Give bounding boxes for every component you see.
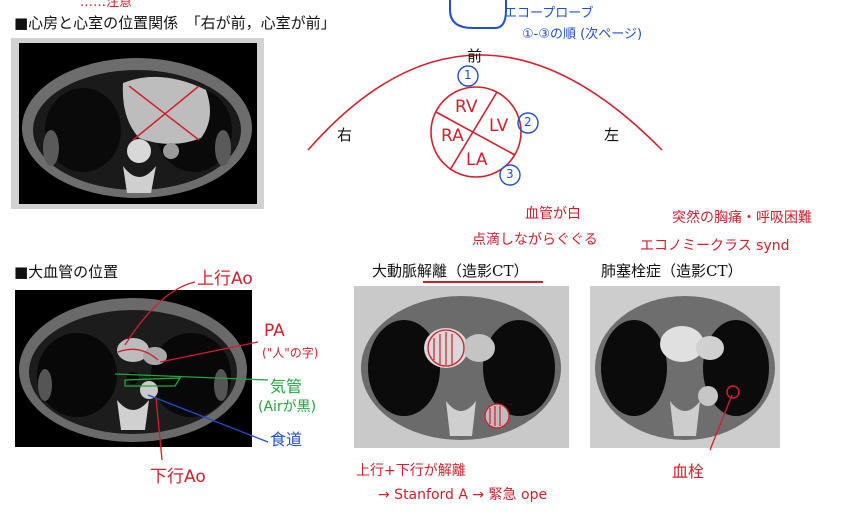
dissection-heading: 大動脈解離（造影CT） [372, 262, 529, 280]
ct-image-pulmonary-embolism [590, 286, 780, 448]
top-cut-annotation: ……注意 [80, 0, 133, 10]
economy-class-note: エコノミークラス synd [640, 238, 790, 254]
ct-image-heart [11, 38, 264, 209]
pa-label: PA [264, 321, 285, 341]
echo-probe-label: エコープローブ [504, 6, 594, 21]
order-3: 3 [506, 167, 514, 181]
great-vessels-heading: ■大血管の位置 [14, 263, 119, 281]
heart-chambers-diagram [307, 0, 663, 186]
dissection-underline [423, 281, 543, 283]
upper-ao-label: 上行Ao [197, 269, 253, 289]
right-label: 右 [337, 126, 353, 144]
order-2: 2 [524, 115, 532, 129]
dissection-note-2: → Stanford A → 緊急 ope [378, 487, 548, 503]
ra-label: RA [441, 126, 464, 146]
thrombus-leader-line [709, 394, 733, 451]
front-label: 前 [467, 47, 483, 65]
vessel-white-note: 血管が白 [525, 206, 581, 222]
order-1: 1 [464, 68, 472, 82]
trachea-label: 気管 [270, 377, 303, 396]
pa-note: ("人"の字) [262, 346, 319, 360]
lower-ao-label: 下行Ao [150, 467, 206, 487]
pe-heading: 肺塞栓症（造影CT） [601, 262, 743, 280]
la-label: LA [466, 150, 488, 170]
thrombus-label: 血栓 [672, 462, 705, 481]
esophagus-label: 食道 [270, 430, 303, 449]
trachea-note: (Airが黒) [258, 399, 317, 415]
lv-label: LV [489, 116, 509, 136]
left-label: 左 [604, 126, 620, 144]
ct-image-great-vessels [15, 290, 252, 447]
rv-label: RV [455, 97, 478, 117]
great-vessels-leader-lines [114, 281, 269, 461]
dissection-note-1: 上行+下行が解離 [356, 463, 466, 479]
positions-heading: ■心房と心室の位置関係 「右が前，心室が前」 [14, 14, 336, 32]
sudden-note: 突然の胸痛・呼吸困難 [672, 210, 812, 226]
drip-note: 点滴しながらぐぐる [472, 232, 598, 248]
ct-image-aortic-dissection [354, 286, 569, 448]
echo-order-label: ①-③の順 (次ページ) [522, 27, 643, 42]
